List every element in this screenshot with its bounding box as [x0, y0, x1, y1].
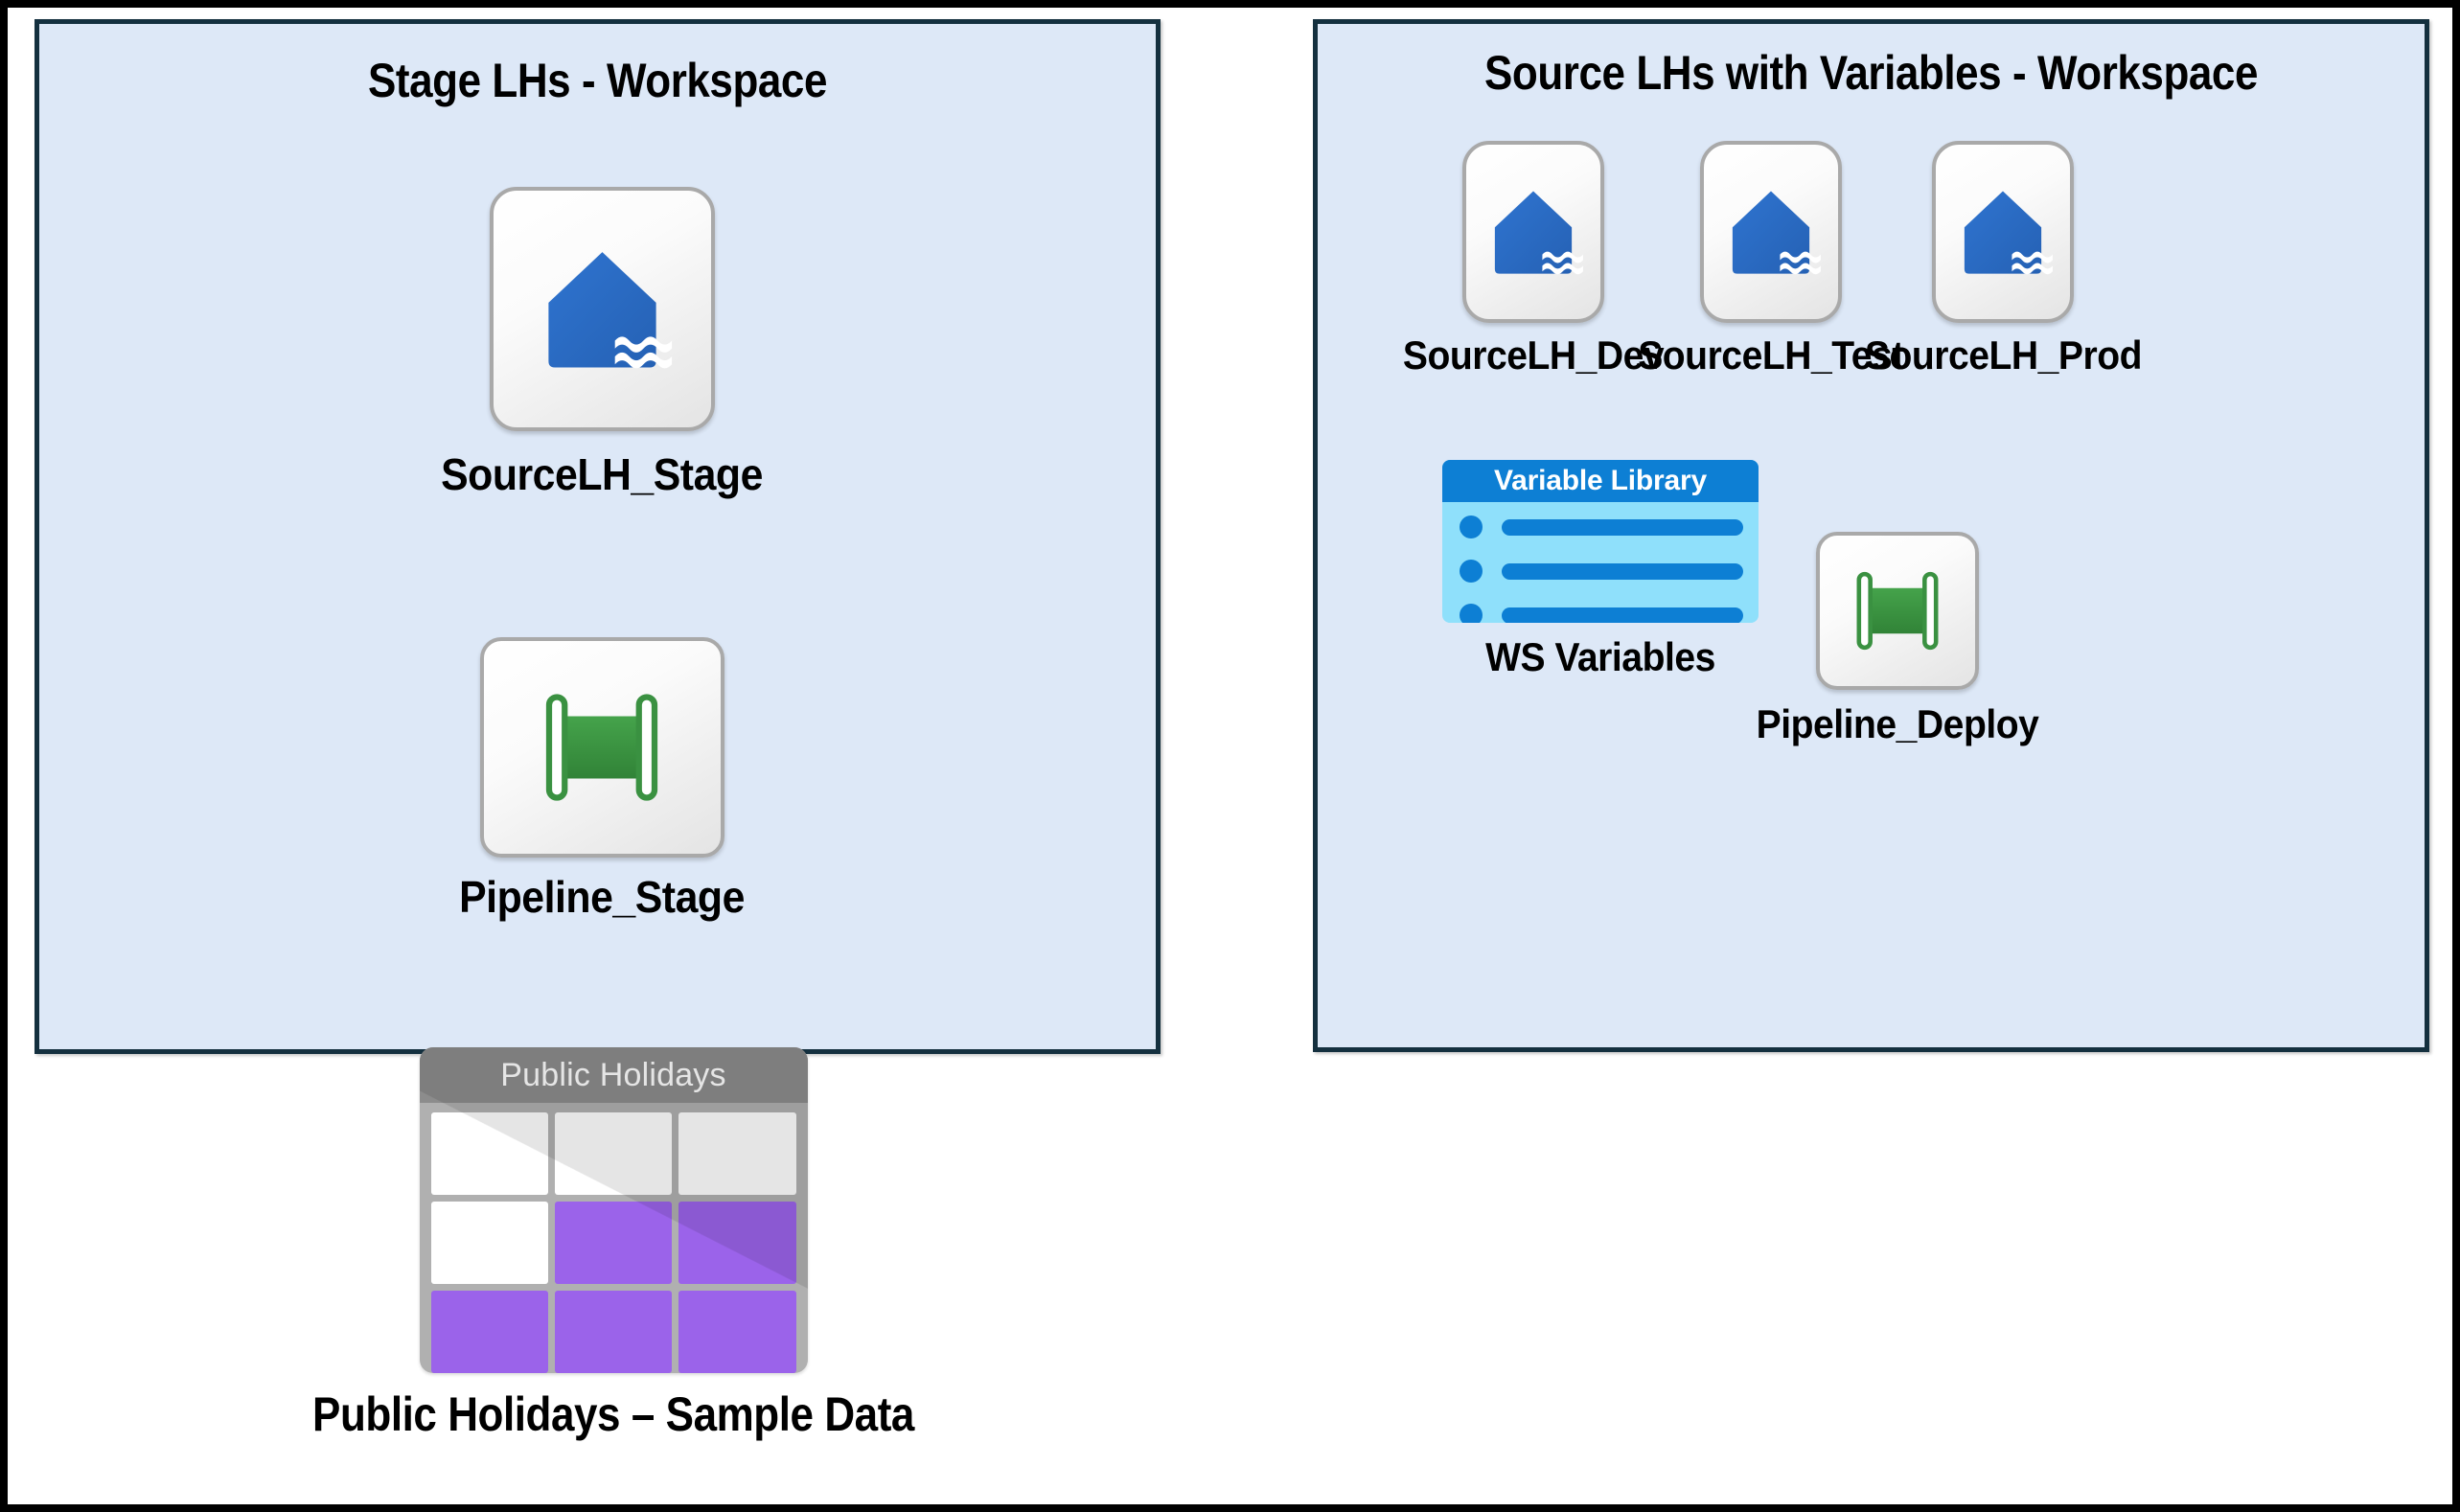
list-item	[1460, 560, 1743, 583]
pipeline-icon	[479, 637, 724, 858]
item-pipeline-deploy[interactable]: Pipeline_Deploy	[1739, 532, 2056, 747]
lakehouse-icon	[1462, 141, 1604, 323]
table-cell	[430, 1202, 548, 1284]
variable-placeholder-bar	[1502, 518, 1743, 536]
variable-library-title: Variable Library	[1442, 460, 1759, 502]
item-pipeline-stage[interactable]: Pipeline_Stage	[377, 637, 827, 923]
table-cell	[430, 1112, 548, 1195]
pipeline-icon	[1816, 532, 1979, 690]
variable-library-rows	[1442, 502, 1759, 623]
item-label: SourceLH_Test	[1638, 332, 1904, 378]
table-cell	[554, 1112, 673, 1195]
lakehouse-icon	[1700, 141, 1842, 323]
item-label: Public Holidays – Sample Data	[312, 1387, 914, 1441]
item-sourcelh-dev[interactable]: SourceLH_Dev	[1385, 141, 1682, 378]
table-cell	[678, 1112, 796, 1195]
table-icon-grid	[420, 1103, 808, 1373]
item-label: Pipeline_Deploy	[1756, 701, 2039, 746]
item-sourcelh-prod[interactable]: SourceLH_Prod	[1854, 141, 2151, 378]
item-sourcelh-stage[interactable]: SourceLH_Stage	[377, 187, 827, 500]
workspace-panel-source: Source LHs with Variables - Workspace	[1313, 19, 2429, 1052]
table-cell	[430, 1291, 548, 1373]
item-label: Pipeline_Stage	[459, 872, 745, 922]
workspace-title-source: Source LHs with Variables - Workspace	[1484, 46, 2258, 100]
item-public-holidays[interactable]: Public Holidays Public Holidays – Sample…	[230, 1047, 997, 1442]
lakehouse-icon	[489, 187, 715, 431]
variable-placeholder-bar	[1502, 607, 1743, 623]
table-cell	[678, 1202, 796, 1284]
table-icon-title: Public Holidays	[419, 1047, 808, 1103]
table-cell	[678, 1291, 796, 1373]
item-label: SourceLH_Dev	[1402, 332, 1665, 378]
diagram-canvas: Stage LHs - Workspace	[8, 8, 2452, 1504]
list-item	[1460, 515, 1743, 538]
variable-library-icon: Variable Library	[1442, 460, 1759, 623]
table-cell	[554, 1291, 673, 1373]
bullet-icon	[1460, 515, 1483, 538]
item-sourcelh-test[interactable]: SourceLH_Test	[1622, 141, 1920, 378]
variable-placeholder-bar	[1502, 562, 1743, 580]
item-label: SourceLH_Stage	[441, 449, 763, 499]
list-item	[1460, 604, 1743, 623]
table-icon: Public Holidays	[419, 1047, 808, 1373]
workspace-panel-stage: Stage LHs - Workspace	[34, 19, 1161, 1054]
item-ws-variables[interactable]: Variable Library WS Varia	[1442, 460, 1759, 680]
bullet-icon	[1460, 604, 1483, 623]
bullet-icon	[1460, 560, 1483, 583]
lakehouse-icon	[1932, 141, 2074, 323]
item-label: SourceLH_Prod	[1864, 332, 2143, 378]
workspace-title-stage: Stage LHs - Workspace	[368, 54, 827, 107]
item-label: WS Variables	[1485, 634, 1715, 679]
table-cell	[554, 1202, 673, 1284]
